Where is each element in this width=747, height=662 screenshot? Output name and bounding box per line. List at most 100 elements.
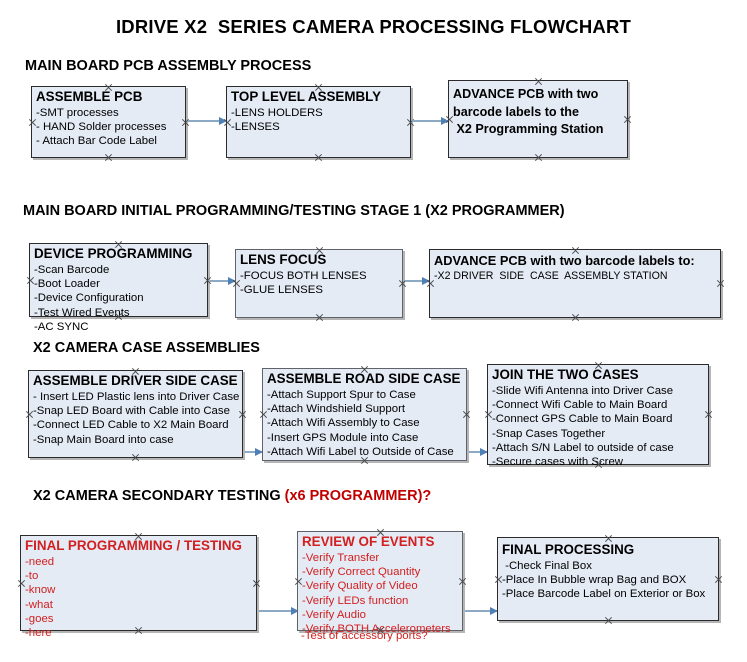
box-line: -Connect Wifi Cable to Main Board [492, 399, 668, 412]
section-heading-4: X2 CAMERA SECONDARY TESTING (x6 PROGRAMM… [33, 488, 431, 504]
section-heading-4-text: X2 CAMERA SECONDARY TESTING [33, 488, 285, 504]
box-title: FINAL PROGRAMMING / TESTING [25, 538, 242, 553]
connector-arrow [210, 276, 236, 285]
box-line: -Verify LEDs function [302, 594, 409, 607]
box-line: -Attach Wifi Label to Outside of Case [267, 445, 454, 458]
section-heading-1: MAIN BOARD PCB ASSEMBLY PROCESS [25, 58, 312, 74]
box-lens-focus[interactable]: LENS FOCUS -FOCUS BOTH LENSES -GLUE LENS… [235, 249, 403, 318]
resize-handle-bottom[interactable] [534, 153, 543, 162]
box-title: LENS FOCUS [240, 252, 327, 267]
arrowhead-icon [291, 606, 299, 615]
box-top-level-assembly[interactable]: TOP LEVEL ASSEMBLY -LENS HOLDERS -LENSES [226, 86, 411, 158]
box-line: -Secure cases with Screw [492, 456, 624, 469]
box-line: -Connect LED Cable to X2 Main Board [33, 419, 229, 432]
box-line: -Verify Audio [302, 608, 366, 621]
box-line: X2 Programming Station [453, 122, 604, 136]
box-line: -AC SYNC [34, 320, 89, 333]
box-final-programming-testing[interactable]: FINAL PROGRAMMING / TESTING -need -to -k… [20, 535, 257, 639]
section-heading-2: MAIN BOARD INITIAL PROGRAMMING/TESTING S… [23, 203, 565, 219]
box-line: -Attach Windshield Support [267, 403, 406, 416]
connector-arrow [259, 606, 299, 615]
box-line: -Place In Bubble wrap Bag and BOX [502, 574, 687, 587]
box-line: barcode labels to the [453, 104, 579, 119]
box-line: -Verify Correct Quantity [302, 566, 421, 579]
box-line: -Boot Loader [34, 278, 100, 291]
box-line: -Slide Wifi Antenna into Driver Case [492, 385, 674, 397]
box-line: -what [25, 598, 53, 611]
box-line: -Verify Quality of Video [302, 580, 418, 593]
box-line: -Device Configuration [34, 292, 144, 305]
box-title: ASSEMBLE PCB [36, 89, 143, 104]
box-line: -Snap Main Board into case [33, 433, 174, 446]
resize-handle-bottom[interactable] [131, 453, 140, 462]
box-title: JOIN THE TWO CASES [492, 367, 639, 382]
box-line: -goes [25, 612, 54, 625]
box-line: -X2 DRIVER SIDE CASE ASSEMBLY STATION [434, 270, 668, 282]
box-assemble-road-side-case[interactable]: ASSEMBLE ROAD SIDE CASE -Attach Support … [262, 368, 467, 461]
box-title: TOP LEVEL ASSEMBLY [231, 89, 382, 104]
connector-arrow [188, 116, 227, 125]
box-line: - HAND Solder processes [36, 121, 167, 134]
resize-handle-bottom[interactable] [571, 313, 580, 322]
section-heading-4-accent: (x6 PROGRAMMER)? [284, 488, 432, 504]
box-line: -know [25, 584, 56, 597]
box-join-the-two-cases[interactable]: JOIN THE TWO CASES -Slide Wifi Antenna i… [487, 364, 709, 468]
box-assemble-pcb[interactable]: ASSEMBLE PCB -SMT processes - HAND Solde… [31, 86, 186, 158]
arrowhead-icon [490, 606, 498, 615]
connector-arrow [465, 606, 498, 615]
box-line: -LENS HOLDERS [231, 107, 323, 119]
box-line: -FOCUS BOTH LENSES [240, 270, 367, 282]
box-title: DEVICE PROGRAMMING [34, 246, 193, 261]
box-line: -Place Barcode Label on Exterior or Box [502, 588, 706, 601]
box-line: -SMT processes [36, 107, 119, 119]
box-device-programming[interactable]: DEVICE PROGRAMMING -Scan Barcode -Boot L… [29, 243, 208, 333]
box-line: - Attach Bar Code Label [36, 135, 157, 148]
arrowhead-icon [422, 276, 430, 285]
connector-arrow [245, 447, 263, 456]
box-advance-pcb-programming-station[interactable]: ADVANCE PCB with two barcode labels to t… [448, 80, 628, 158]
box-overflow-line: -Test of accessory ports? [301, 630, 428, 642]
resize-handle-bottom[interactable] [104, 153, 113, 162]
box-title: FINAL PROCESSING [502, 542, 635, 557]
box-line: -Insert GPS Module into Case [267, 431, 419, 444]
resize-handle-bottom[interactable] [314, 153, 323, 162]
arrowhead-icon [228, 276, 236, 285]
box-line: - Insert LED Plastic lens into Driver Ca… [33, 391, 240, 403]
box-line: -Scan Barcode [34, 264, 110, 276]
box-line: -Verify BOTH Accelerometers [302, 623, 451, 636]
box-line: -GLUE LENSES [240, 284, 323, 297]
box-line: -Check Final Box [502, 560, 592, 572]
box-line: -Attach Support Spur to Case [267, 389, 416, 401]
box-line: -to [25, 570, 39, 583]
arrowhead-icon [219, 116, 227, 125]
box-line: -Verify Transfer [302, 552, 380, 564]
box-line: -Connect GPS Cable to Main Board [492, 413, 673, 426]
arrowhead-icon [255, 447, 263, 456]
box-assemble-driver-side-case[interactable]: ASSEMBLE DRIVER SIDE CASE - Insert LED P… [28, 370, 243, 458]
resize-handle-bottom[interactable] [315, 313, 324, 322]
box-advance-pcb-driver-side-station[interactable]: ADVANCE PCB with two barcode labels to: … [429, 249, 721, 318]
box-line: -Attach S/N Label to outside of case [492, 441, 674, 454]
box-title: REVIEW OF EVENTS [302, 534, 435, 549]
arrowhead-icon [480, 447, 488, 456]
box-line: -Snap Cases Together [492, 427, 606, 440]
box-title: ASSEMBLE DRIVER SIDE CASE [33, 373, 238, 388]
box-final-processing[interactable]: FINAL PROCESSING -Check Final Box -Place… [497, 537, 719, 621]
connector-arrow [412, 116, 449, 125]
arrowhead-icon [441, 116, 449, 125]
box-line: -Test Wired Events [34, 306, 130, 319]
box-line: -Attach Wifi Assembly to Case [267, 417, 420, 430]
box-line: ADVANCE PCB with two [453, 87, 599, 101]
page-title: IDRIVE X2 SERIES CAMERA PROCESSING FLOWC… [115, 16, 632, 37]
box-line: -Snap LED Board with Cable into Case [33, 405, 230, 418]
box-line: -LENSES [231, 121, 280, 134]
connector-arrow [405, 276, 430, 285]
box-title: ASSEMBLE ROAD SIDE CASE [267, 371, 461, 386]
box-title: ADVANCE PCB with two barcode labels to: [434, 253, 695, 268]
box-line: -here [25, 627, 52, 640]
resize-handle-top[interactable] [534, 77, 543, 86]
box-review-of-events[interactable]: REVIEW OF EVENTS -Verify Transfer -Verif… [297, 531, 463, 635]
connector-arrow [469, 447, 488, 456]
resize-handle-bottom[interactable] [604, 616, 613, 625]
